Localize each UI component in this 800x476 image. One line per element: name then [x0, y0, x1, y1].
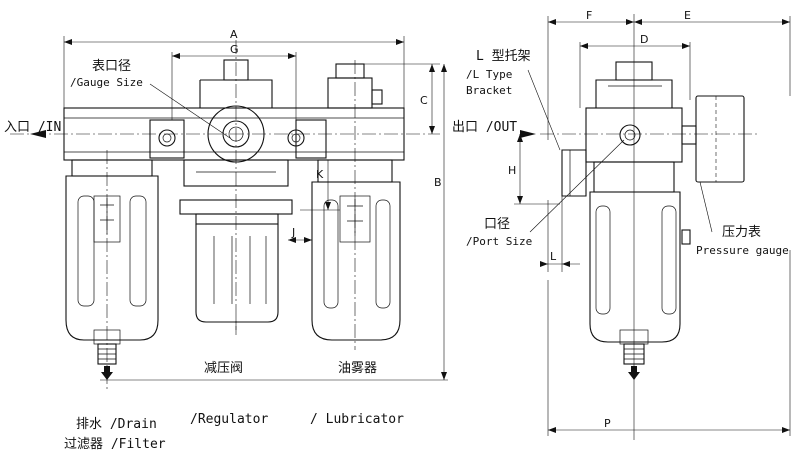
gauge-size-cn-label: 表口径	[92, 59, 131, 74]
outlet-arrow-icon	[520, 130, 536, 138]
dim-p-label: P	[604, 417, 611, 430]
side-drain-arrow-icon	[628, 366, 640, 380]
dim-f-label: F	[586, 9, 592, 22]
filter-module	[65, 150, 159, 390]
port-size-en-label: /Port Size	[466, 235, 532, 248]
dim-e-label: E	[684, 9, 691, 22]
regulator-en-label: /Regulator	[190, 412, 268, 427]
dim-b-label: B	[434, 176, 442, 189]
dim-h-label: H	[508, 164, 516, 177]
drain-label: 排水 /Drain	[76, 417, 157, 432]
l-bracket-en2-label: Bracket	[466, 84, 512, 97]
dim-j-label: J	[291, 226, 295, 239]
dim-l-label: L	[550, 250, 557, 263]
lubricator-cn-label: 油雾器	[338, 361, 377, 376]
dim-g-label: G	[230, 43, 239, 56]
filter-label: 过滤器 /Filter	[64, 437, 166, 452]
dim-k-label: K	[316, 168, 324, 181]
lubricator-en-label: / Lubricator	[310, 412, 404, 427]
inlet-arrow-icon	[30, 130, 46, 138]
dim-a-label: A	[230, 28, 238, 41]
side-view: F E D	[508, 9, 791, 440]
lubricator-module	[311, 60, 401, 350]
inlet-label: 入口 /IN	[4, 120, 61, 135]
regulator-cn-label: 减压阀	[204, 361, 243, 376]
l-bracket-en1-label: /L Type	[466, 68, 512, 81]
dim-d-label: D	[640, 33, 648, 46]
pressure-gauge-en-label: Pressure gauge	[696, 244, 789, 257]
l-bracket-cn-label: L 型托架	[476, 49, 531, 64]
gauge-size-en-label: /Gauge Size	[70, 76, 143, 89]
outlet-label: 出口 /OUT	[452, 120, 517, 135]
port-size-cn-label: 口径	[484, 217, 510, 232]
pressure-gauge-cn-label: 压力表	[722, 225, 761, 240]
front-view: A G C B K J	[10, 28, 448, 390]
regulator-module	[179, 40, 293, 335]
dim-c-label: C	[420, 94, 428, 107]
